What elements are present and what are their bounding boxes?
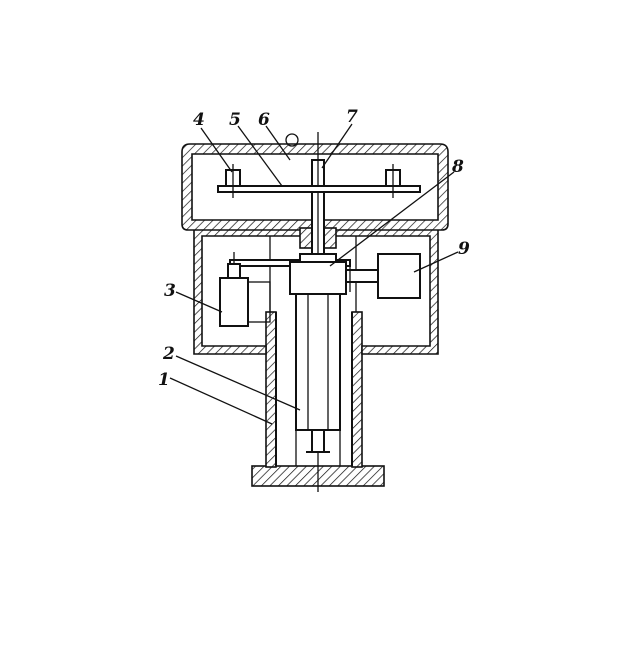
coupling-block [289, 261, 347, 295]
unit-9 [377, 253, 421, 299]
callout-9: 9 [458, 239, 470, 259]
top-bearing-right [323, 227, 337, 249]
callout-8: 8 [451, 157, 464, 177]
callout-2: 2 [162, 344, 175, 364]
motor-3-mount [247, 281, 271, 323]
column-wall-right [351, 311, 363, 468]
lower-bearing [311, 429, 325, 453]
top-ring-fitting [285, 133, 299, 147]
top-bearing-left [299, 227, 313, 249]
top-housing [181, 143, 449, 231]
callout-3: 3 [164, 281, 176, 301]
coupling-collar [299, 253, 337, 263]
middle-housing [193, 227, 439, 355]
callout-6: 6 [258, 110, 270, 130]
main-cylinder [295, 293, 341, 431]
callout-4: 4 [193, 110, 205, 130]
leader-lines [169, 123, 459, 425]
upper-rotor-arm [217, 185, 421, 193]
lever-pivot [227, 263, 241, 279]
column-wall-left [265, 311, 277, 468]
motor-3 [219, 277, 249, 327]
unit-9-connector [345, 269, 379, 283]
callout-1: 1 [158, 370, 170, 390]
callout-7: 7 [346, 107, 358, 127]
callout-5: 5 [229, 110, 241, 130]
